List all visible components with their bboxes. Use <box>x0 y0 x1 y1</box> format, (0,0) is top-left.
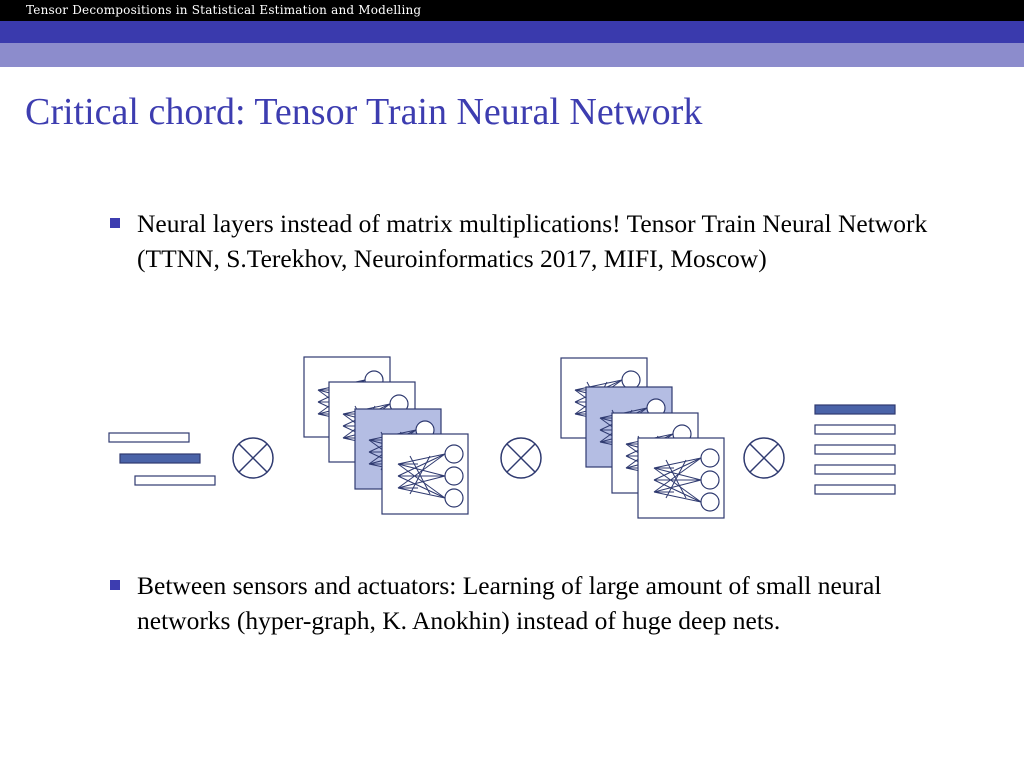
bullet-marker <box>110 218 120 228</box>
ttnn-diagram <box>108 356 896 519</box>
output-bar <box>814 484 896 495</box>
bullet-text-1: Neural layers instead of matrix multipli… <box>137 209 928 273</box>
input-bar <box>108 432 190 443</box>
tensor-product-icon <box>743 437 785 479</box>
output-bar <box>814 424 896 435</box>
presentation-title: Tensor Decompositions in Statistical Est… <box>26 3 422 17</box>
output-bar <box>814 444 896 455</box>
output-bar <box>814 464 896 475</box>
input-bar-highlight <box>119 453 201 464</box>
tensor-product-icon <box>232 437 274 479</box>
bullet-marker <box>110 580 120 590</box>
header-bar: Tensor Decompositions in Statistical Est… <box>0 0 1024 21</box>
slide-title: Critical chord: Tensor Train Neural Netw… <box>25 91 703 133</box>
layer-stack-1 <box>303 356 469 515</box>
layer-stack-2 <box>560 357 725 519</box>
header-band-dark <box>0 21 1024 43</box>
bullet-text-2: Between sensors and actuators: Learning … <box>137 571 882 635</box>
header-band-light <box>0 43 1024 67</box>
tensor-product-icon <box>500 437 542 479</box>
input-bar <box>134 475 216 486</box>
input-bars <box>108 432 216 486</box>
output-bars <box>814 404 896 495</box>
output-bar-highlight <box>814 404 896 415</box>
